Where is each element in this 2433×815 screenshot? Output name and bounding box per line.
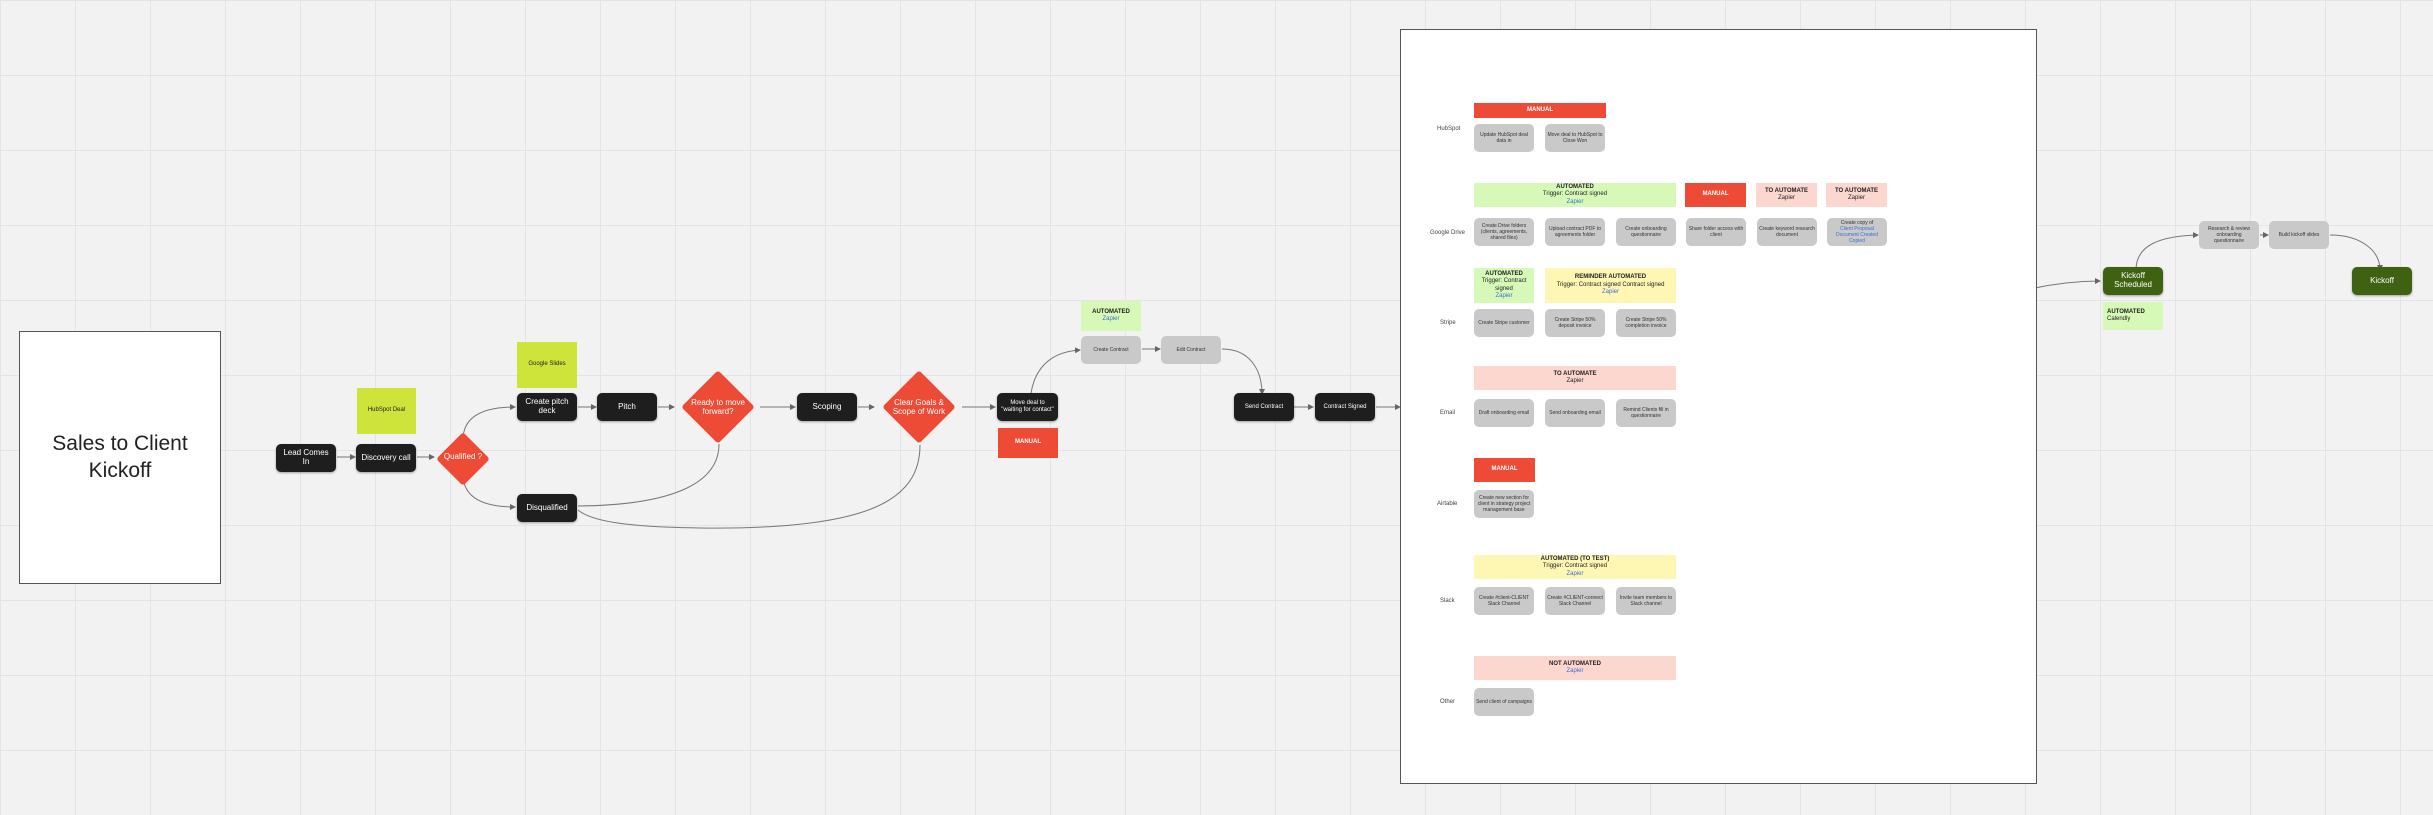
ready-label: Ready to move forward? bbox=[691, 397, 745, 416]
stripe-reminder-label: REMINDER AUTOMATED bbox=[1574, 274, 1647, 281]
slack-automated-label: AUTOMATED (TO TEST) bbox=[1540, 555, 1610, 562]
drive-task-5[interactable]: Create keyword research document bbox=[1757, 218, 1817, 246]
discovery-call-node[interactable]: Discovery call bbox=[356, 444, 416, 472]
stripe-zapier-link[interactable]: Zapier bbox=[1495, 293, 1513, 299]
drive-task-6[interactable]: Create copy of Client Proposal Document … bbox=[1827, 218, 1887, 246]
kickoff-node[interactable]: Kickoff bbox=[2352, 267, 2412, 295]
clear-goals-label: Clear Goals & Scope of Work bbox=[892, 397, 946, 416]
google-slides-sticky[interactable]: Google Slides bbox=[517, 342, 577, 388]
to-automate-label-2: TO AUTOMATE bbox=[1834, 187, 1879, 194]
drive-zapier-link[interactable]: Zapier bbox=[1566, 198, 1584, 205]
other-not-automated-label: NOT AUTOMATED bbox=[1549, 660, 1601, 667]
page-title: Sales to Client Kickoff bbox=[52, 432, 188, 482]
stripe-trigger-text: Trigger: Contract signed bbox=[1481, 278, 1527, 292]
drive-trigger-text: Trigger: Contract signed bbox=[1542, 191, 1608, 198]
email-to-automate-label: TO AUTOMATE bbox=[1553, 370, 1597, 377]
pitch-node[interactable]: Pitch bbox=[597, 393, 657, 421]
kickoff-slides-node[interactable]: Build kickoff slides bbox=[2269, 221, 2329, 249]
stripe-reminder-tag[interactable]: REMINDER AUTOMATED Trigger: Contract sig… bbox=[1545, 268, 1676, 303]
email-task-3[interactable]: Remind Clients fill in questionnaire bbox=[1616, 399, 1676, 427]
hubspot-task-1[interactable]: Update HubSpot deal data in bbox=[1474, 124, 1534, 152]
slack-task-3[interactable]: Invite team members to Slack channel bbox=[1616, 587, 1676, 615]
zapier-link[interactable]: Zapier bbox=[1102, 316, 1120, 322]
stripe-task-3[interactable]: Create Stripe 50% completion invoice bbox=[1616, 309, 1676, 337]
stripe-automated-label: AUTOMATED bbox=[1485, 270, 1523, 277]
drive-to-automate-tag-2[interactable]: TO AUTOMATE Zapier bbox=[1826, 183, 1887, 207]
drive-task-1[interactable]: Create Drive folders (clients, agreement… bbox=[1474, 218, 1534, 246]
lane-other: Other bbox=[1440, 699, 1456, 705]
drive-automated-tag[interactable]: AUTOMATED Trigger: Contract signed Zapie… bbox=[1474, 183, 1676, 207]
move-deal-node[interactable]: Move deal to "waiting for contact" bbox=[997, 393, 1058, 421]
stripe-reminder-zapier[interactable]: Zapier bbox=[1601, 289, 1619, 296]
scoping-node[interactable]: Scoping bbox=[797, 393, 857, 421]
drive-task-6-text: Create copy of bbox=[1840, 219, 1874, 226]
manual-sticky[interactable]: MANUAL bbox=[998, 428, 1058, 458]
stripe-task-2[interactable]: Create Stripe 50% deposit invoice bbox=[1545, 309, 1605, 337]
slack-task-2[interactable]: Create #CLIENT-connect Slack Channel bbox=[1545, 587, 1605, 615]
lane-airtable: Airtable bbox=[1437, 501, 1458, 507]
create-pitch-deck-node[interactable]: Create pitch deck bbox=[517, 393, 577, 421]
calendly-automated-sticky[interactable]: AUTOMATED Calendly bbox=[2103, 302, 2163, 330]
slack-task-1[interactable]: Create #client-CLIENT Slack Channel bbox=[1474, 587, 1534, 615]
lane-email: Email bbox=[1440, 410, 1456, 416]
stripe-reminder-trigger: Trigger: Contract signed Contract signed bbox=[1556, 281, 1665, 288]
email-task-2[interactable]: Send onboarding email bbox=[1545, 399, 1605, 427]
lane-stripe: Stripe bbox=[1440, 320, 1456, 326]
stripe-task-1[interactable]: Create Stripe customer bbox=[1474, 309, 1534, 337]
automated-zapier-sticky[interactable]: AUTOMATED Zapier bbox=[1081, 301, 1141, 331]
slack-zapier-link[interactable]: Zapier bbox=[1566, 570, 1584, 577]
title-frame: Sales to Client Kickoff bbox=[19, 331, 221, 584]
to-automate-zapier-2: Zapier bbox=[1847, 195, 1865, 201]
drive-to-automate-tag-1[interactable]: TO AUTOMATE Zapier bbox=[1756, 183, 1817, 207]
drive-task-4[interactable]: Share folder access with client bbox=[1686, 218, 1746, 246]
calendly-label: Calendly bbox=[2107, 316, 2131, 322]
hubspot-manual-tag[interactable]: MANUAL bbox=[1474, 103, 1606, 118]
qualified-label: Qualified ? bbox=[443, 452, 483, 462]
lane-slack: Slack bbox=[1440, 598, 1455, 604]
hubspot-deal-sticky[interactable]: HubSpot Deal bbox=[357, 388, 416, 434]
other-task-1[interactable]: Send client of campaigns bbox=[1474, 688, 1534, 716]
lead-comes-in-node[interactable]: Lead Comes In bbox=[276, 444, 336, 472]
create-contract-node[interactable]: Create Contract bbox=[1081, 336, 1141, 364]
airtable-manual-tag[interactable]: MANUAL bbox=[1474, 458, 1535, 482]
contract-signed-node[interactable]: Contract Signed bbox=[1315, 393, 1375, 421]
stripe-automated-tag[interactable]: AUTOMATED Trigger: Contract signed Zapie… bbox=[1474, 268, 1534, 303]
drive-task-3[interactable]: Create onboarding questionnaire bbox=[1616, 218, 1676, 246]
drive-manual-tag[interactable]: MANUAL bbox=[1685, 183, 1746, 207]
drive-task-6-link[interactable]: Client Proposal Document Created Copied bbox=[1836, 225, 1878, 245]
kickoff-scheduled-node[interactable]: Kickoff Scheduled bbox=[2103, 267, 2163, 295]
lane-hubspot: HubSpot bbox=[1437, 126, 1461, 132]
email-to-automate-zapier: Zapier bbox=[1566, 378, 1584, 384]
email-task-1[interactable]: Draft onboarding email bbox=[1474, 399, 1534, 427]
automated-label: AUTOMATED bbox=[1092, 308, 1130, 315]
slack-automated-test-tag[interactable]: AUTOMATED (TO TEST) Trigger: Contract si… bbox=[1474, 555, 1676, 579]
airtable-task-1[interactable]: Create new section for client in strateg… bbox=[1474, 490, 1534, 518]
to-automate-zapier-1: Zapier bbox=[1777, 195, 1795, 201]
edit-contract-node[interactable]: Edit Contract bbox=[1161, 336, 1221, 364]
review-questionnaire-node[interactable]: Research & review onboarding questionnai… bbox=[2199, 221, 2259, 249]
send-contract-node[interactable]: Send Contract bbox=[1234, 393, 1294, 421]
calendly-automated-label: AUTOMATED bbox=[2107, 308, 2145, 315]
email-to-automate-tag[interactable]: TO AUTOMATE Zapier bbox=[1474, 366, 1676, 390]
other-not-automated-tag[interactable]: NOT AUTOMATED Zapier bbox=[1474, 656, 1676, 680]
other-zapier-link[interactable]: Zapier bbox=[1566, 668, 1584, 674]
disqualified-node[interactable]: Disqualified bbox=[517, 494, 577, 522]
hubspot-task-2[interactable]: Move deal to HubSpot to Close Won bbox=[1545, 124, 1605, 152]
slack-trigger-text: Trigger: Contract signed bbox=[1542, 563, 1608, 570]
drive-task-2[interactable]: Upload contract PDF to agreements folder bbox=[1545, 218, 1605, 246]
to-automate-label-1: TO AUTOMATE bbox=[1764, 187, 1809, 194]
lane-google-drive: Google Drive bbox=[1430, 230, 1466, 236]
drive-automated-label: AUTOMATED bbox=[1556, 183, 1594, 190]
